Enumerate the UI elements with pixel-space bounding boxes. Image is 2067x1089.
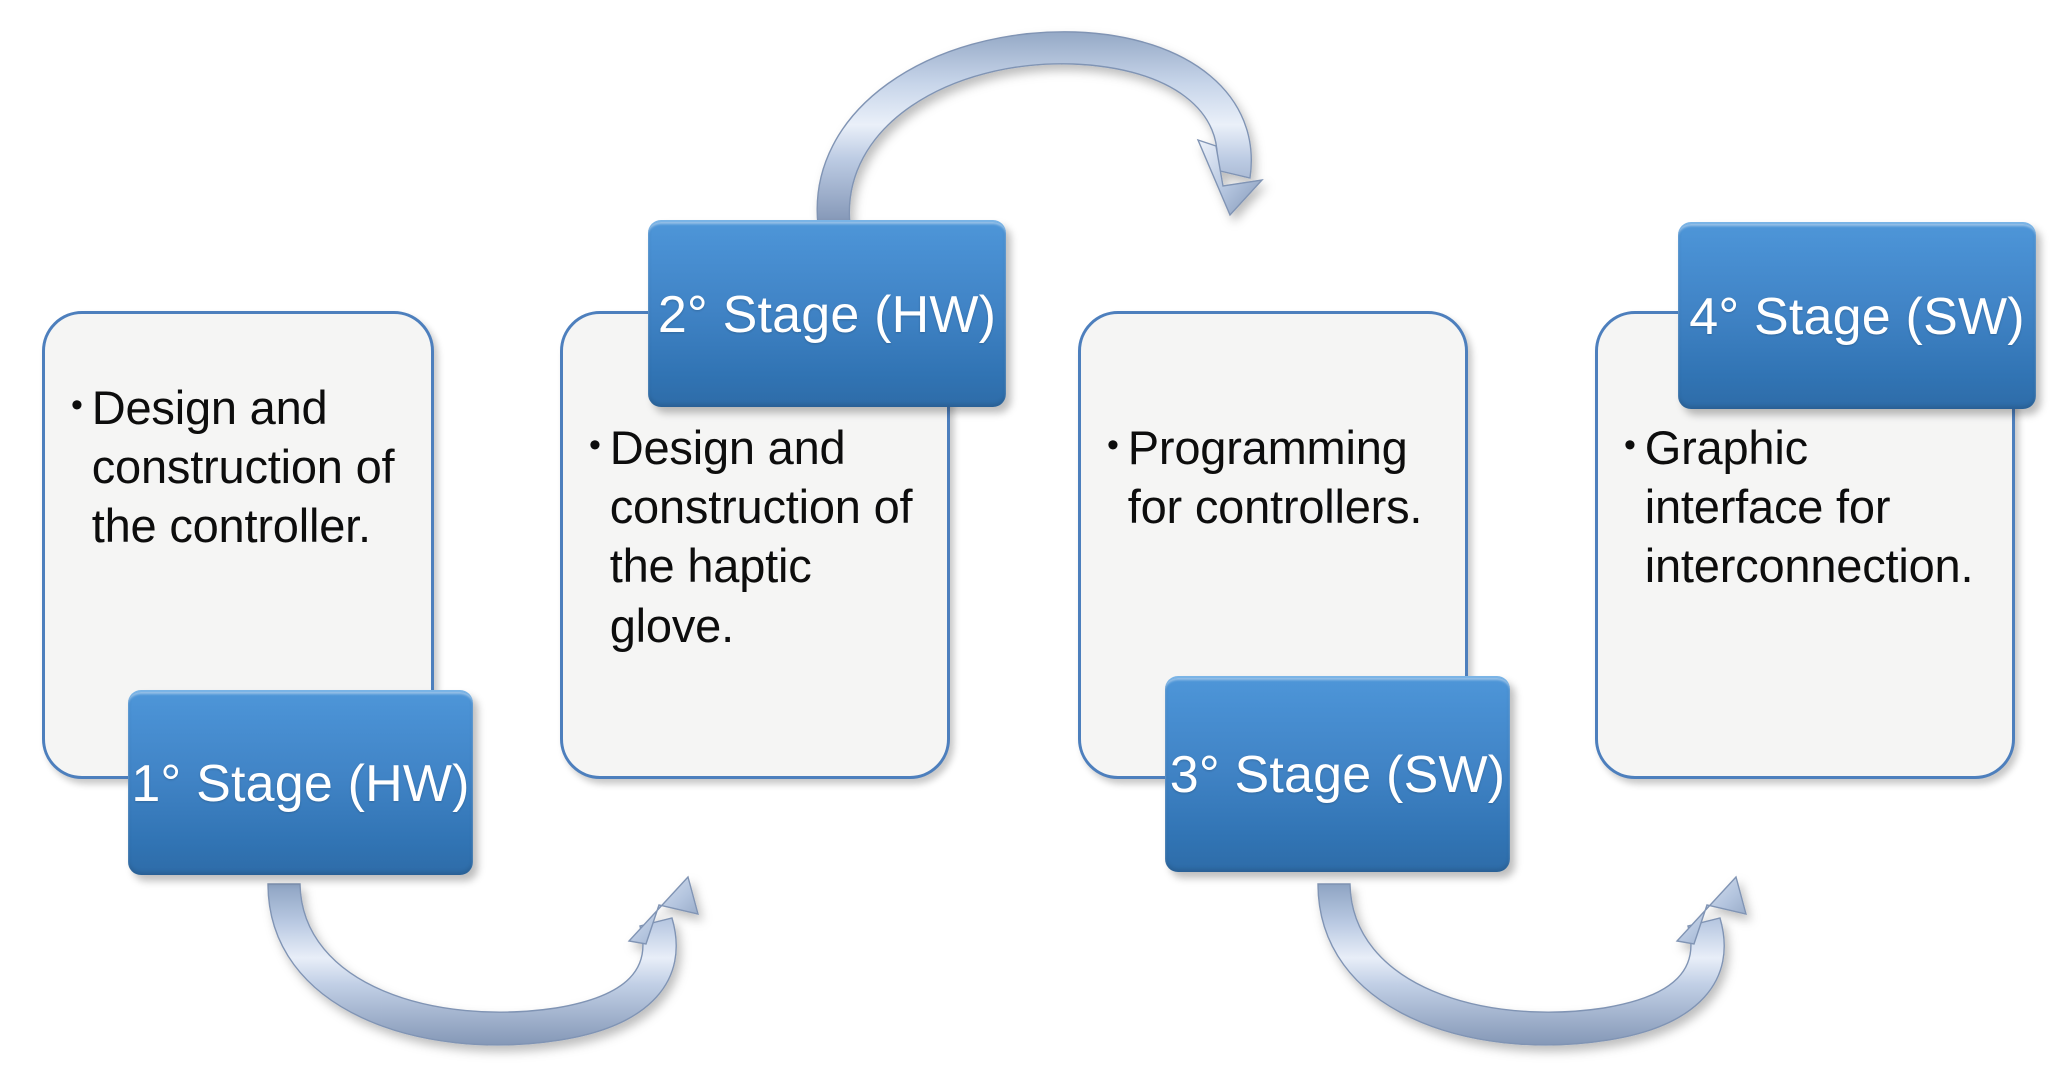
stage-badge-label-4: 4° Stage (SW) (1689, 287, 2025, 346)
stage-body-text-2: Design and construction of the haptic gl… (609, 421, 913, 652)
bullet-icon: • (1624, 426, 1636, 464)
stage-badge-label-2: 2° Stage (HW) (657, 285, 997, 344)
stage-body-text-1: Design and construction of the controlle… (91, 381, 395, 553)
stage-badge-label-3: 3° Stage (SW) (1169, 746, 1506, 804)
stage-badge-4[interactable]: 4° Stage (SW) (1678, 222, 2036, 409)
bullet-icon: • (71, 386, 83, 424)
bullet-icon: • (589, 426, 601, 464)
stage-body-text-4: Graphic interface for interconnection. (1644, 421, 1974, 593)
stage-badge-label-1: 1° Stage (HW) (131, 754, 470, 813)
stage-badge-3[interactable]: 3° Stage (SW) (1165, 676, 1510, 872)
stage-badge-1[interactable]: 1° Stage (HW) (128, 690, 473, 875)
stage-badge-2[interactable]: 2° Stage (HW) (648, 220, 1006, 407)
stage-body-4: • Graphic interface for interconnection. (1624, 418, 1994, 596)
stage-body-3: • Programming for controllers. (1107, 418, 1447, 536)
stage-body-2: • Design and construction of the haptic … (589, 418, 929, 655)
stage-body-text-3: Programming for controllers. (1127, 421, 1423, 534)
stage-body-1: • Design and construction of the control… (71, 378, 413, 556)
bullet-icon: • (1107, 426, 1119, 464)
